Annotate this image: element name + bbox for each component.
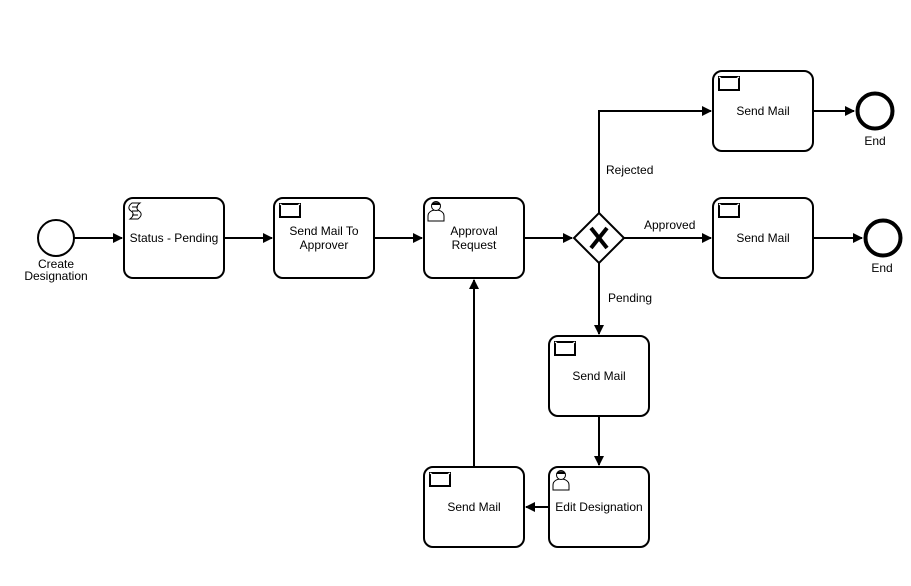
flow-label-approved: Approved — [644, 218, 695, 232]
end-event-rejected-label: End — [864, 134, 885, 148]
task-edit-designation-label: Edit Designation — [555, 500, 642, 514]
task-edit-designation[interactable]: Edit Designation — [548, 466, 650, 548]
start-event-label-line2: Designation — [24, 269, 87, 283]
task-send-mail-loop[interactable]: Send Mail — [423, 466, 525, 548]
flow-rejected[interactable] — [598, 106, 712, 213]
envelope-icon — [279, 203, 301, 218]
sequence-flows — [74, 106, 863, 512]
envelope-icon — [718, 76, 740, 91]
task-send-mail-rejected-label: Send Mail — [736, 104, 789, 118]
start-event[interactable] — [37, 219, 75, 257]
end-event-approved-label: End — [871, 261, 892, 275]
task-approval-request[interactable]: Approval Request — [423, 197, 525, 279]
end-event-approved[interactable] — [863, 218, 903, 258]
start-event-label-line1: Create — [38, 257, 74, 271]
task-status-pending[interactable]: Status - Pending — [123, 197, 225, 279]
task-send-mail-to-approver-label-line2: Approver — [300, 238, 349, 252]
envelope-icon — [554, 341, 576, 356]
envelope-icon — [718, 203, 740, 218]
end-event-rejected[interactable] — [855, 91, 895, 131]
task-send-mail-loop-label: Send Mail — [447, 500, 500, 514]
envelope-icon — [429, 472, 451, 487]
task-send-mail-approved[interactable]: Send Mail — [712, 197, 814, 279]
task-send-mail-to-approver-label-line1: Send Mail To — [289, 224, 358, 238]
task-send-mail-to-approver[interactable]: Send Mail To Approver — [273, 197, 375, 279]
flow-label-rejected: Rejected — [606, 163, 653, 177]
user-icon — [427, 201, 445, 222]
task-status-pending-label: Status - Pending — [130, 231, 219, 245]
x-icon — [589, 226, 609, 250]
flow-label-pending: Pending — [608, 291, 652, 305]
script-icon — [128, 202, 142, 220]
task-send-mail-rejected[interactable]: Send Mail — [712, 70, 814, 152]
task-approval-request-label-line1: Approval — [450, 224, 497, 238]
user-icon — [552, 470, 570, 491]
task-send-mail-pending-label: Send Mail — [572, 369, 625, 383]
task-send-mail-approved-label: Send Mail — [736, 231, 789, 245]
exclusive-gateway[interactable] — [572, 211, 626, 265]
task-send-mail-pending[interactable]: Send Mail — [548, 335, 650, 417]
task-approval-request-label-line2: Request — [452, 238, 497, 252]
